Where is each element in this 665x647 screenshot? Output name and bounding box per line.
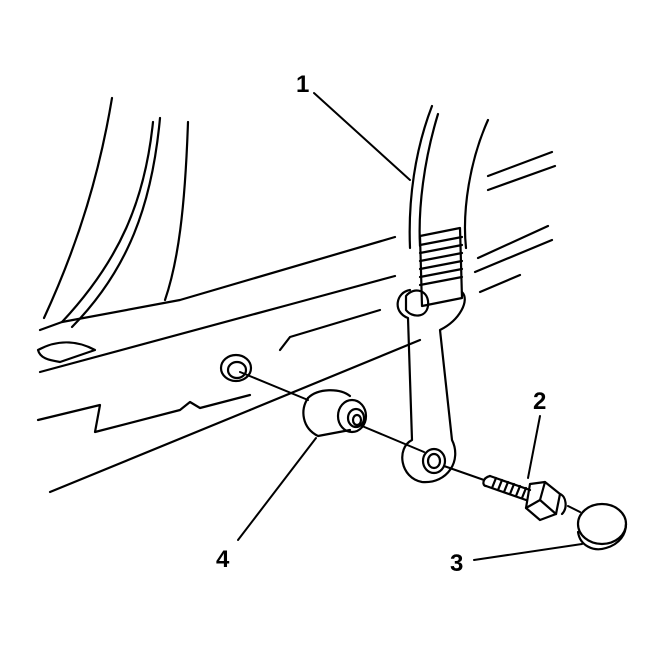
callout-label-1: 1 xyxy=(296,71,310,98)
callout-label-3: 3 xyxy=(450,550,464,577)
callout-label-2: 2 xyxy=(533,388,547,415)
pillar-trim-panel xyxy=(36,96,422,494)
anchor-bolt xyxy=(482,474,567,522)
callout-leader-lines xyxy=(237,92,583,561)
floor-sill-lines xyxy=(473,150,557,294)
spacer xyxy=(302,389,368,438)
seat-belt-webbing xyxy=(408,104,490,308)
assembly-axis-lines xyxy=(239,371,581,513)
mounting-hole xyxy=(219,353,253,383)
callout-label-4: 4 xyxy=(216,546,230,573)
belt-anchor-plate xyxy=(396,288,466,484)
bolt-cover-cap xyxy=(576,502,628,551)
